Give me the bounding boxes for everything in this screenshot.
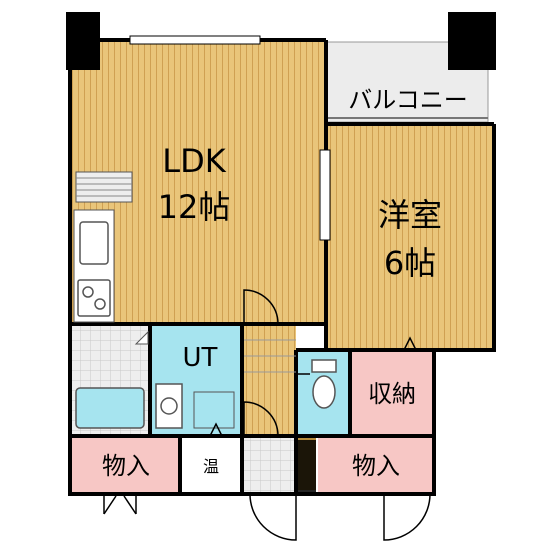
ldk-size: 12帖	[158, 188, 231, 226]
western-room-size: 6帖	[384, 244, 436, 282]
corridor-lower	[244, 436, 296, 492]
toilet-icon	[311, 359, 337, 409]
window-top	[129, 35, 261, 45]
corridor-floor	[244, 326, 296, 436]
balcony-label: バルコニー	[348, 86, 468, 114]
column-top-left	[66, 12, 100, 70]
western-room-floor	[326, 126, 494, 348]
column-top-right	[448, 12, 496, 70]
storage-left-area	[72, 436, 180, 492]
window-balcony	[319, 149, 331, 241]
bathtub-icon	[75, 387, 145, 429]
ldk-label: LDK	[162, 142, 226, 180]
range-hood	[75, 171, 133, 203]
column-bottom	[296, 440, 316, 492]
washbasin-icon	[155, 383, 183, 429]
storage-right-label: 物入	[352, 452, 400, 480]
bath-door-icon	[134, 330, 149, 345]
water-heater-area	[182, 436, 242, 492]
door-swing-icon	[209, 289, 431, 541]
kitchen-sink-icon	[79, 221, 109, 265]
storage-left-label: 物入	[102, 452, 150, 480]
ut-label: UT	[183, 343, 218, 373]
entry-steps	[244, 339, 296, 373]
closet-area	[352, 352, 432, 434]
western-room-label: 洋室	[378, 196, 442, 234]
stove-icon	[77, 279, 111, 317]
storage-right-area	[318, 436, 432, 492]
water-heater-label: 温	[203, 457, 219, 476]
closet-label: 収納	[368, 380, 416, 408]
storage-door-icon	[103, 494, 137, 515]
range-hood-grille	[76, 177, 132, 197]
